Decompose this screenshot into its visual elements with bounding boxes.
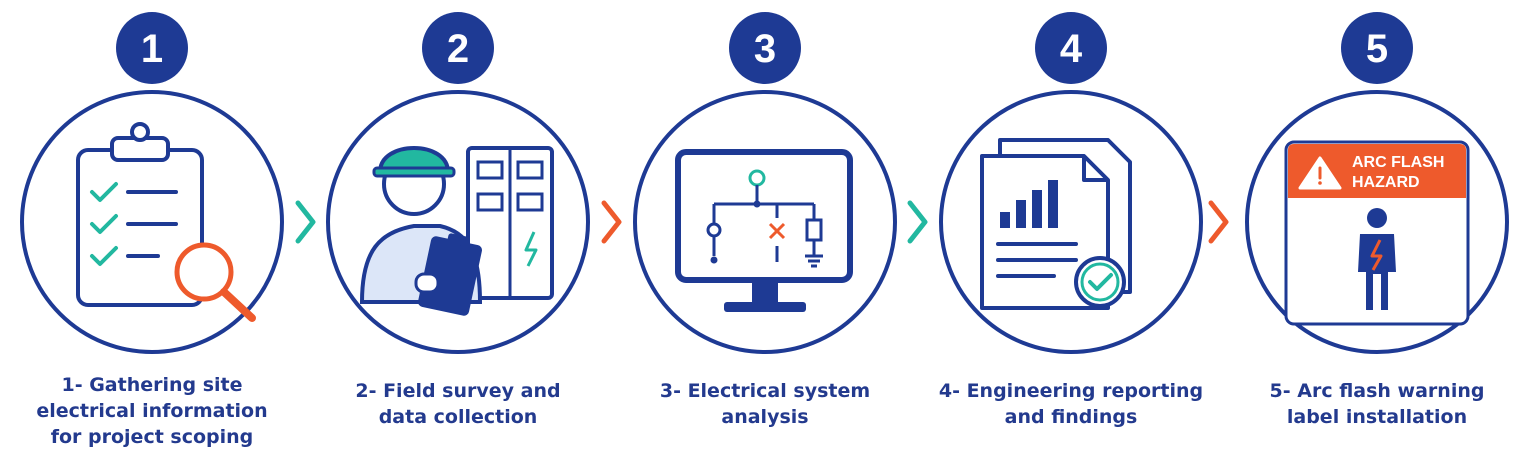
caption-line: 1- Gathering site bbox=[61, 374, 243, 396]
caption-line: for project scoping bbox=[50, 426, 254, 448]
person-icon bbox=[1358, 208, 1396, 310]
report-chart-checkmark-icon bbox=[980, 138, 1132, 310]
clipboard-checklist-magnifier-icon bbox=[76, 122, 256, 322]
arrow-1-to-2 bbox=[295, 200, 316, 244]
lightning-bolt-icon bbox=[1370, 239, 1383, 271]
caption-line: 2- Field survey and bbox=[355, 380, 561, 402]
arrow-2-to-3 bbox=[601, 200, 622, 244]
caption-line: 5- Arc flash warning bbox=[1269, 380, 1485, 402]
step-number-3: 3 bbox=[754, 27, 776, 71]
step-badge-4: 4 bbox=[1035, 12, 1107, 84]
label-text-line-2: HAZARD bbox=[1352, 174, 1420, 191]
step-badge-2: 2 bbox=[422, 12, 494, 84]
caption-line: 3- Electrical system bbox=[659, 380, 871, 402]
step-badge-5: 5 bbox=[1341, 12, 1413, 84]
monitor-circuit-diagram-icon bbox=[675, 149, 853, 312]
step-number-1: 1 bbox=[141, 27, 163, 71]
step-caption-5: 5- Arc flash warning label installation bbox=[1227, 378, 1527, 430]
engineer-with-clipboard-icon bbox=[359, 146, 554, 316]
step-badge-3: 3 bbox=[729, 12, 801, 84]
step-number-2: 2 bbox=[447, 27, 469, 71]
arc-flash-warning-label-icon: ARC FLASH HAZARD bbox=[1284, 140, 1470, 326]
caption-line: electrical information bbox=[36, 400, 268, 422]
step-badge-1: 1 bbox=[116, 12, 188, 84]
step-number-4: 4 bbox=[1060, 27, 1083, 71]
step-caption-2: 2- Field survey and data collection bbox=[308, 378, 608, 430]
caption-line: 4- Engineering reporting bbox=[938, 380, 1204, 402]
step-caption-4: 4- Engineering reporting and findings bbox=[921, 378, 1221, 430]
step-number-5: 5 bbox=[1366, 27, 1388, 71]
step-caption-1: 1- Gathering site electrical information… bbox=[2, 372, 302, 450]
arrow-4-to-5 bbox=[1208, 200, 1229, 244]
step-caption-3: 3- Electrical system analysis bbox=[615, 378, 915, 430]
caption-line: analysis bbox=[721, 406, 809, 428]
caption-line: data collection bbox=[378, 406, 538, 428]
caption-line: and findings bbox=[1004, 406, 1138, 428]
label-text-line-1: ARC FLASH bbox=[1352, 154, 1444, 171]
caption-line: label installation bbox=[1286, 406, 1468, 428]
arrow-3-to-4 bbox=[907, 200, 928, 244]
